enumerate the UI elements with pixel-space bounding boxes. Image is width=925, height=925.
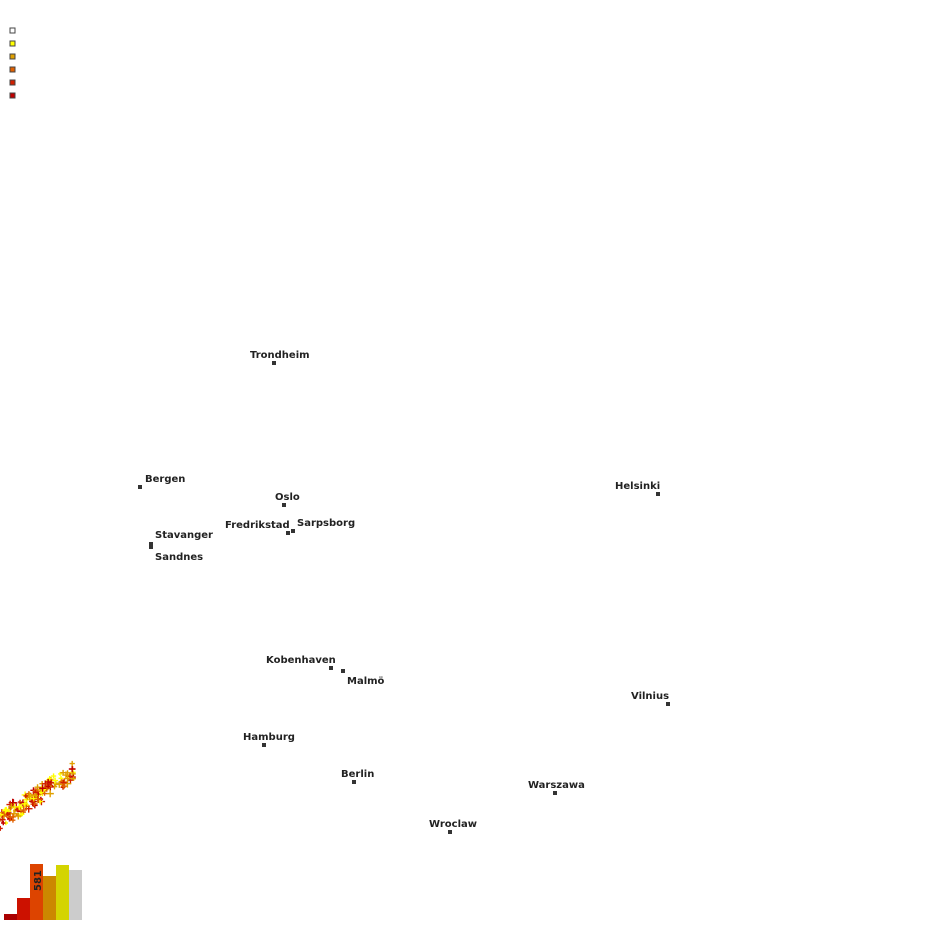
histogram-bar: [69, 870, 82, 920]
histogram-bar: [56, 865, 69, 920]
legend-swatch: [9, 53, 16, 60]
strike-mark: [9, 813, 17, 821]
legend-swatch: [9, 92, 16, 99]
strike-mark: [71, 776, 76, 782]
strike-mark: [20, 812, 25, 817]
city-dot: [666, 702, 670, 706]
strike-mark: [30, 800, 35, 805]
strike-mark: [33, 793, 38, 798]
strike-mark: [47, 776, 53, 781]
strike-mark: [46, 789, 54, 798]
strike-mark: [34, 784, 41, 791]
color-legend: [9, 27, 16, 99]
city-marker: Helsinki: [615, 481, 660, 496]
strike-histogram: 581: [4, 864, 82, 920]
strike-mark: [2, 807, 9, 814]
strike-mark: [58, 771, 63, 776]
strike-mark: [45, 778, 52, 786]
city-dot: [272, 361, 276, 365]
city-dot: [352, 780, 356, 784]
city-marker: Wroclaw: [429, 819, 477, 834]
strike-mark: [52, 777, 59, 784]
histogram-bar: [43, 876, 56, 920]
city-label: Vilnius: [631, 691, 669, 702]
strike-mark: [14, 812, 22, 820]
city-dot: [341, 669, 345, 673]
city-dot: [656, 492, 660, 496]
city-marker: Warszawa: [528, 780, 585, 795]
city-dot: [262, 743, 266, 747]
strike-mark: [16, 803, 23, 810]
city-marker: Vilnius: [631, 691, 670, 706]
histogram-bar: [4, 914, 17, 920]
city-dot: [138, 485, 142, 489]
strike-mark: [5, 811, 10, 817]
city-label: Trondheim: [250, 350, 310, 361]
city-dot: [291, 529, 295, 533]
histogram-count-label: 581: [33, 870, 44, 891]
strike-mark: [0, 812, 4, 818]
strike-mark: [34, 795, 42, 803]
city-marker: Stavanger: [149, 530, 213, 546]
legend-swatch: [9, 79, 16, 86]
city-marker: Fredrikstad: [225, 520, 290, 535]
city-marker: Hamburg: [243, 732, 295, 747]
city-label: Hamburg: [243, 732, 295, 743]
city-label: Oslo: [275, 492, 300, 503]
city-label: Kobenhaven: [266, 655, 336, 666]
strike-cluster: [0, 760, 76, 831]
strike-mark: [68, 765, 76, 773]
city-marker: Sandnes: [149, 545, 203, 563]
city-dot: [553, 791, 557, 795]
city-label: Warszawa: [528, 780, 585, 791]
strike-mark: [1, 820, 6, 826]
strike-mark: [23, 793, 29, 799]
strike-mark: [55, 781, 63, 788]
legend-swatch: [9, 27, 16, 34]
strike-mark: [69, 760, 75, 767]
city-dot: [282, 503, 286, 507]
strike-mark: [39, 784, 47, 792]
city-dot: [149, 542, 153, 546]
strike-mark: [0, 816, 6, 824]
strike-mark: [50, 773, 57, 779]
city-label: Helsinki: [615, 481, 660, 492]
city-label: Wroclaw: [429, 819, 477, 830]
strike-mark: [21, 800, 29, 807]
histogram-bar: [30, 864, 43, 920]
city-marker: Bergen: [138, 474, 185, 489]
strike-mark: [62, 771, 70, 779]
city-marker: Berlin: [341, 769, 374, 784]
city-label: Fredrikstad: [225, 520, 290, 531]
city-dot: [286, 531, 290, 535]
city-marker: Trondheim: [250, 350, 310, 365]
strike-mark: [60, 783, 67, 790]
city-label: Sandnes: [155, 552, 203, 563]
city-label: Bergen: [145, 474, 185, 485]
strike-mark: [8, 803, 15, 810]
city-label: Malmö: [347, 676, 385, 687]
city-dot: [448, 830, 452, 834]
city-label: Stavanger: [155, 530, 213, 541]
strike-mark: [10, 810, 18, 818]
strike-mark: [58, 775, 64, 781]
legend-swatch: [9, 40, 16, 47]
city-dot: [329, 666, 333, 670]
strike-mark: [42, 791, 47, 796]
legend-swatch: [9, 66, 16, 73]
city-label: Berlin: [341, 769, 374, 780]
strike-mark: [20, 807, 27, 814]
city-marker: Kobenhaven: [266, 655, 336, 670]
city-marker: Sarpsborg: [291, 518, 355, 533]
city-marker: Malmö: [341, 669, 385, 687]
histogram-bar: [17, 898, 30, 920]
strike-mark: [0, 825, 3, 831]
city-dot: [149, 545, 153, 549]
city-marker: Oslo: [275, 492, 300, 507]
city-label: Sarpsborg: [297, 518, 355, 529]
